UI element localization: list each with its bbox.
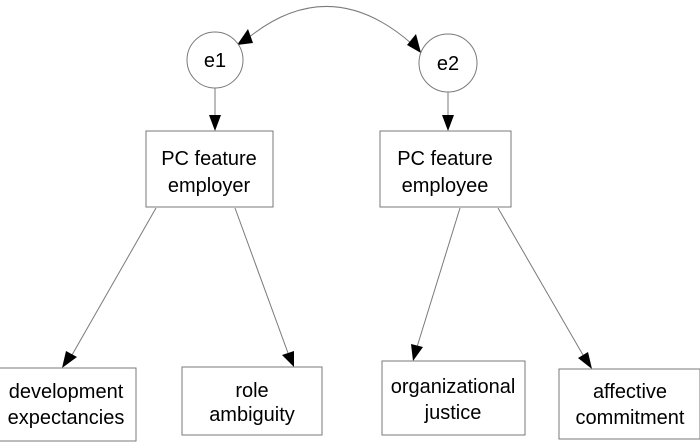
node-pc-feature-employee: PC feature employee [379,130,512,208]
path-employer-to-role [234,207,289,354]
node-organizational-justice: organizational justice [381,360,526,436]
box-organizational-justice [381,360,526,436]
box-affective-commitment [558,368,700,440]
development-label-line1: development [9,381,124,403]
path-employee-to-commitment [497,207,584,356]
justice-label-line2: justice [424,402,482,424]
role-label-line2: ambiguity [209,404,295,426]
error-node-e1: e1 [186,31,244,89]
box-pc-feature-employee [379,130,512,208]
covariance-arrowhead-e1 [237,29,253,45]
error-label-e1: e1 [204,50,226,72]
covariance-arrowhead-e2 [407,34,421,53]
path-employer-to-development [71,207,157,356]
arrowhead-e2-to-employee [442,115,454,131]
employer-label-line1: PC feature [161,148,257,170]
covariance-arc-e1-e2 [247,5,413,45]
employee-label-line1: PC feature [397,148,493,170]
arrowhead-employer-to-development [62,351,77,368]
path-employee-to-justice [416,207,461,348]
employer-label-line2: employer [168,175,251,197]
justice-label-line1: organizational [391,376,516,398]
arrowhead-employee-to-justice [411,344,423,361]
employee-label-line2: employee [402,175,489,197]
node-role-ambiguity: role ambiguity [181,366,323,436]
box-role-ambiguity [181,366,323,436]
commitment-label-line1: affective [593,381,667,403]
node-development-expectancies: development expectancies [0,367,137,442]
role-label-line1: role [235,380,268,402]
arrowhead-employer-to-role [282,351,294,367]
node-pc-feature-employer: PC feature employer [145,130,274,208]
node-affective-commitment: affective commitment [558,368,700,440]
error-node-e2: e2 [418,33,478,93]
commitment-label-line2: commitment [576,407,685,429]
development-label-line2: expectancies [8,407,125,429]
box-pc-feature-employer [145,130,274,208]
arrowhead-employee-to-commitment [578,352,592,369]
error-label-e2: e2 [437,53,459,75]
box-development-expectancies [0,367,137,442]
arrowhead-e1-to-employer [209,115,221,131]
